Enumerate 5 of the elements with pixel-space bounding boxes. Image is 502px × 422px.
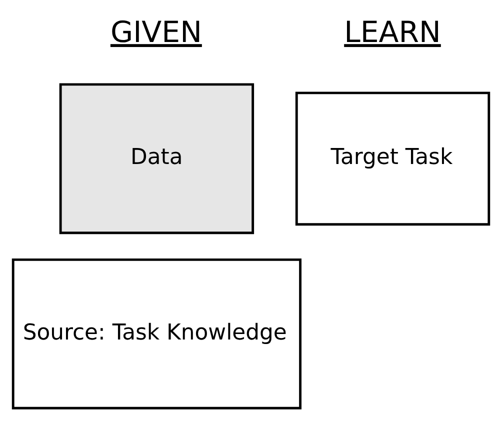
- node-box: Data: [59, 83, 254, 234]
- node-box: Source: Task Knowledge: [12, 258, 302, 410]
- label: LEARN: [344, 15, 441, 50]
- label: GIVEN: [110, 15, 202, 50]
- node-box: Target Task: [295, 92, 490, 226]
